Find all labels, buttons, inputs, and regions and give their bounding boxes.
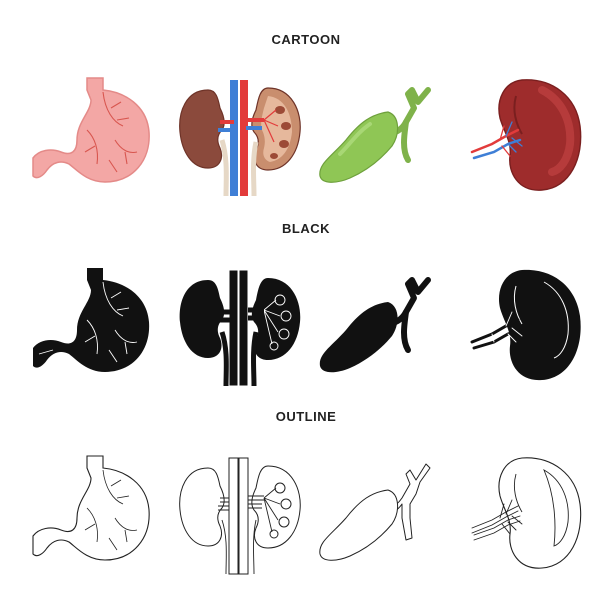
stomach-icon [25,438,165,578]
gallbladder-icon [310,250,450,390]
gallbladder-icon [310,60,450,200]
section-title-cartoon: CARTOON [271,32,341,47]
section-title-black: BLACK [282,221,330,236]
stomach-icon [25,250,165,390]
stomach-icon [25,60,165,200]
section-title-outline: OUTLINE [275,409,337,424]
spleen-icon [452,60,592,200]
spleen-icon [452,250,592,390]
kidney-icon [168,60,308,200]
kidney-icon [168,250,308,390]
kidney-icon [168,438,308,578]
gallbladder-icon [310,438,450,578]
spleen-icon [452,438,592,578]
